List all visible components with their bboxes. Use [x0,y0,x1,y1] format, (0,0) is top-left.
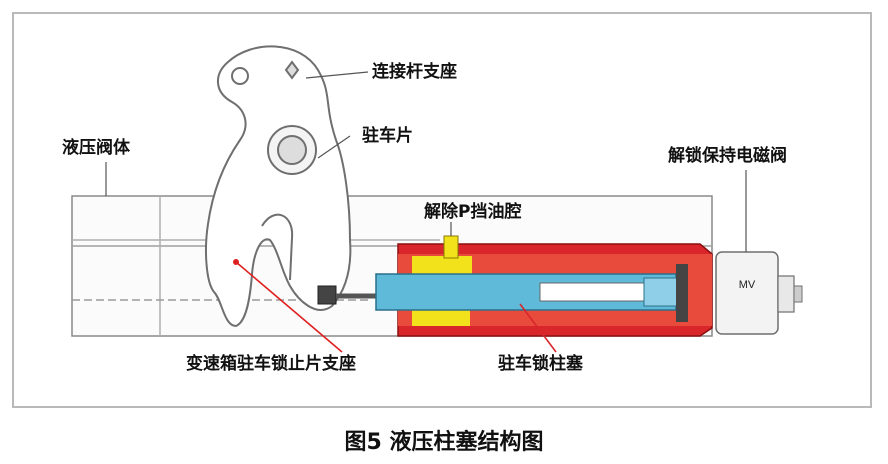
label-p-release-oil-chamber: 解除P挡油腔 [424,202,522,222]
leader-lines [105,71,747,252]
parking-lock-plunger [375,264,688,322]
label-parking-lock-plunger: 驻车锁柱塞 [498,354,583,374]
pawl-pin [317,285,337,305]
leader-plunger [519,303,557,353]
label-unlock-solenoid: 解锁保持电磁阀 [668,146,787,166]
parking-pawl [205,45,352,328]
figure-caption: 图5 液压柱塞结构图 [344,430,544,455]
label-link-rod-support: 连接杆支座 [372,62,457,82]
label-parking-pawl: 驻车片 [362,126,413,146]
leader-pawl-support [235,261,343,353]
solenoid-marking: MV [739,279,756,291]
label-valve-body: 液压阀体 [62,138,130,158]
label-pawl-lock-support: 变速箱驻车锁止片支座 [186,354,356,374]
unlock-solenoid-valve: MV [715,251,803,335]
oil-port [443,235,459,259]
marker-dot [233,259,239,265]
